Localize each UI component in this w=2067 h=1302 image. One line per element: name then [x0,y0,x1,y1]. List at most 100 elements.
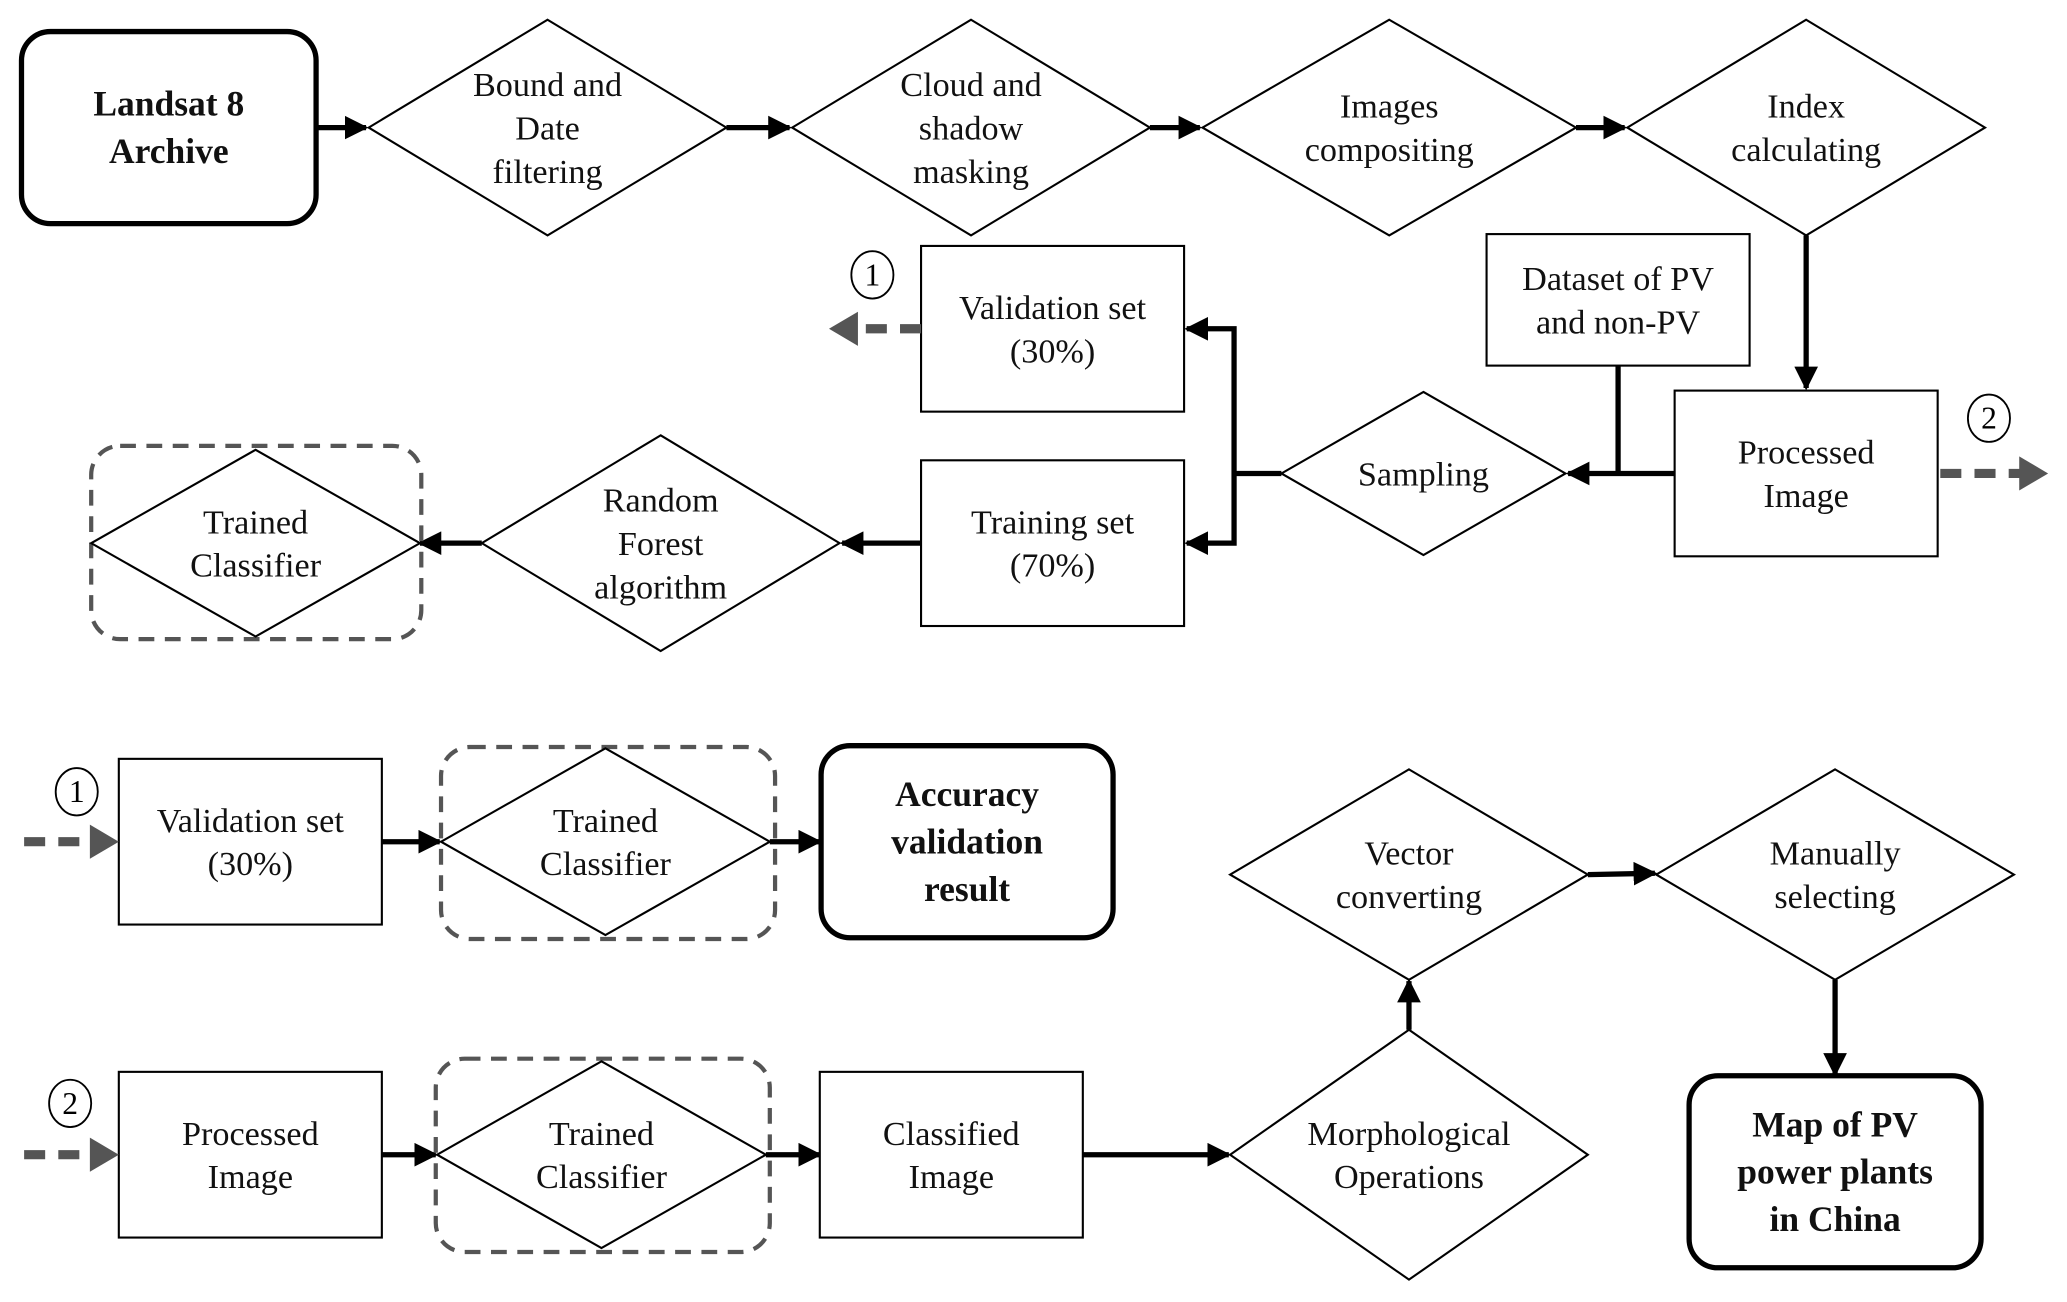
diamond-shape [438,747,772,937]
node-composite[interactable]: Images compositing [1200,18,1579,237]
node-label: in China [1769,1199,1900,1239]
node-label: converting [1336,879,1482,916]
connector-badge-c2-out: 2 [1966,393,2011,443]
node-label: power plants [1737,1152,1933,1192]
node-label: masking [913,154,1029,191]
node-label: Processed [182,1116,319,1153]
node-label: Validation set [959,290,1147,327]
box-shape [920,459,1186,628]
edge-split-to-validation [1184,316,1237,474]
node-label: shadow [919,110,1024,147]
node-label: Dataset of PV [1522,261,1714,298]
node-label: Accuracy [895,774,1039,814]
node-label: selecting [1774,879,1896,916]
diamond-shape [89,448,423,638]
box-shape [117,757,383,926]
node-label: Image [208,1159,293,1196]
dashed-group-trained-map [433,1056,772,1255]
node-label: Classified [883,1116,1020,1153]
node-label: Operations [1334,1159,1484,1196]
connector-badge-c1-in: 1 [54,767,99,817]
connector-1-in-arrow [24,824,119,859]
node-label: Trained [549,1116,654,1153]
node-label: Trained [203,504,308,541]
box-shape [1673,389,1939,558]
node-landsat[interactable]: Landsat 8 Archive [18,28,319,227]
node-label: Trained [553,803,658,840]
node-training[interactable]: Training set(70%) [920,459,1186,628]
node-vector[interactable]: Vector converting [1228,768,1590,982]
connector-2-in-arrow [24,1137,119,1172]
node-label: Classifier [540,846,672,883]
node-validation-top[interactable]: Validation set(30%) [920,244,1186,413]
node-sampling[interactable]: Sampling [1279,390,1568,557]
node-label: filtering [492,154,602,191]
connector-number: 1 [69,774,85,809]
node-label: result [924,869,1010,909]
dashed-group-trained-top [89,443,424,642]
node-label: Classifier [190,548,322,585]
node-accuracy[interactable]: Accuracy validation result [818,743,1116,941]
node-label: Processed [1738,435,1875,472]
node-label: Random [603,483,719,520]
node-label: Vector [1364,836,1454,873]
connector-2-out-arrow [1940,456,2049,491]
edge-split-to-training [1184,473,1237,555]
node-cloud[interactable]: Cloud and shadow masking [790,18,1152,237]
dashed-group-trained-val [438,744,778,942]
terminal-shape [818,743,1116,941]
dashed-groups [89,443,778,1255]
node-validation-bottom[interactable]: Validation set(30%) [117,757,383,926]
connector-1-out-arrow [828,311,922,346]
connector-number: 2 [62,1086,78,1121]
terminal-shape [1686,1073,1984,1271]
node-label: Cloud and [900,67,1041,104]
diamond-shape [366,18,729,237]
node-manual[interactable]: Manually selecting [1654,768,2017,982]
node-label: Classifier [536,1159,668,1196]
node-dataset[interactable]: Dataset of PV and non-PV [1485,233,1751,367]
node-label: Forest [618,526,704,563]
node-label: (70%) [1010,548,1095,585]
box-shape [920,244,1186,413]
diamond-shape [1625,18,1988,237]
connector-number: 1 [865,257,881,292]
node-label: Manually [1770,836,1901,873]
node-label: Sampling [1358,456,1489,493]
diamond-shape [1228,768,1590,982]
node-label: Index [1767,89,1845,126]
node-label: Bound and [473,67,622,104]
diamond-shape [790,18,1152,237]
node-label: algorithm [594,569,727,606]
node-label: validation [891,822,1043,862]
node-label: Images [1340,89,1439,126]
connector-badge-c2-in: 2 [48,1078,93,1129]
node-label: Image [909,1159,994,1196]
connectors: 1 2 1 2 [24,250,2049,1172]
diamond-shape [1228,1028,1590,1281]
edges [316,115,1847,1167]
node-label: Morphological [1307,1116,1510,1153]
box-shape [1485,233,1751,367]
node-label: compositing [1305,132,1474,169]
node-label: and non-PV [1536,304,1701,341]
node-label: Archive [109,131,229,171]
node-label: Image [1763,478,1848,515]
box-shape [117,1070,383,1239]
edge-vector-to-manual [1587,861,1658,886]
node-label: Landsat 8 [93,84,244,124]
connector-number: 2 [1981,401,1997,436]
